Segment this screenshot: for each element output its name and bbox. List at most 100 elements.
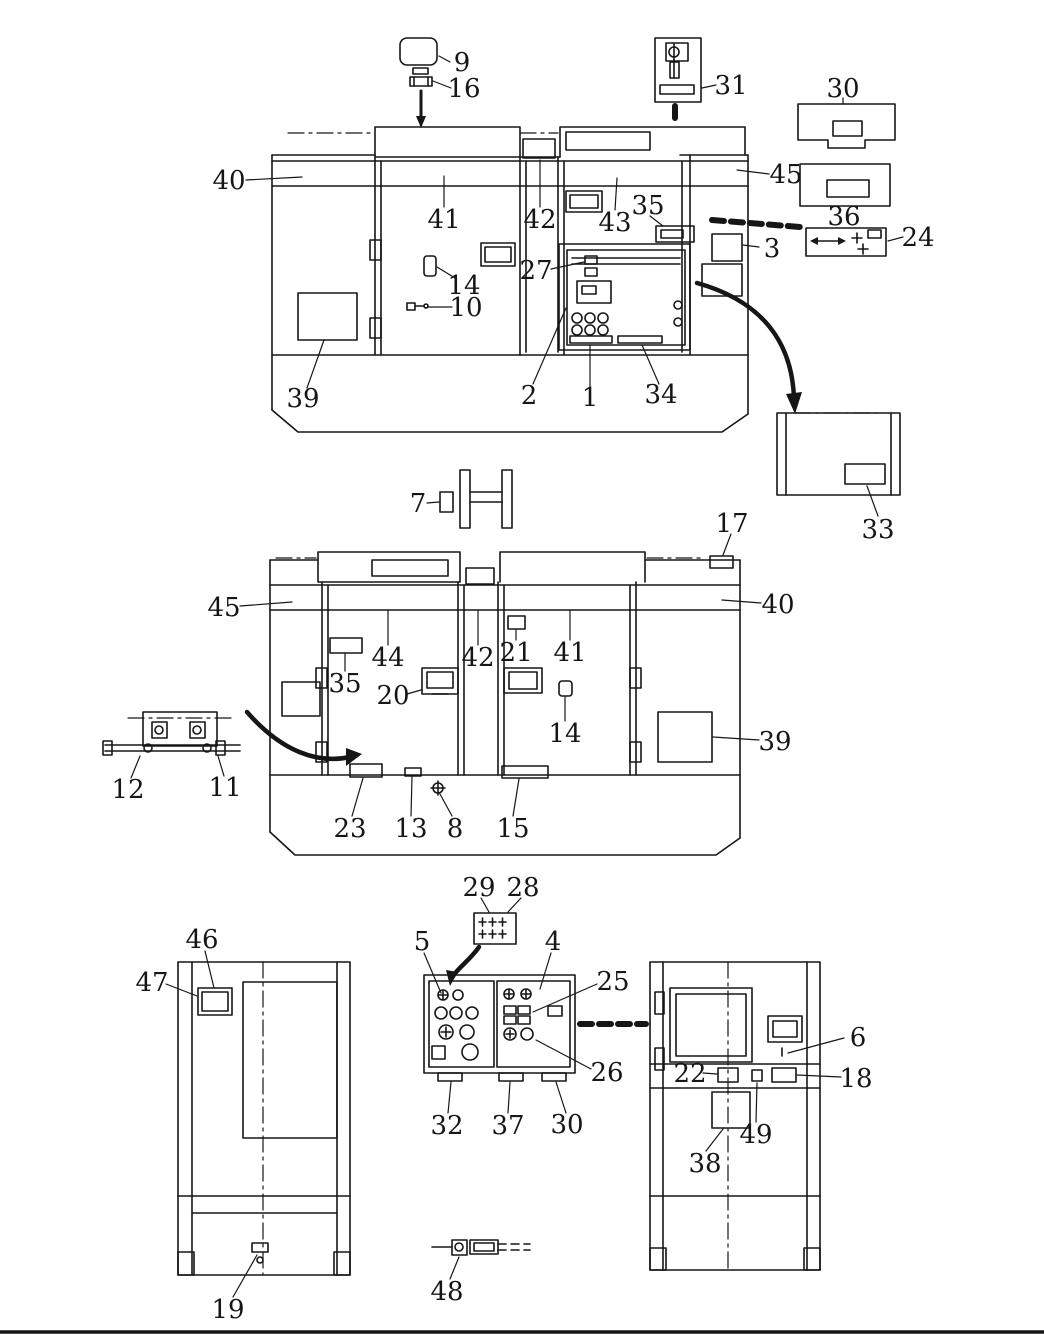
part-9-cap bbox=[399, 37, 438, 75]
callout-43: 43 bbox=[598, 208, 631, 238]
callout-16: 16 bbox=[447, 74, 480, 104]
enclosure-a-details bbox=[297, 190, 802, 414]
callout-22: 22 bbox=[673, 1059, 706, 1089]
callout-34: 34 bbox=[644, 380, 677, 410]
part-7-bracket bbox=[439, 469, 513, 529]
callout-41: 41 bbox=[553, 638, 586, 668]
latch-part-17 bbox=[709, 555, 734, 569]
callout-48: 48 bbox=[430, 1277, 463, 1307]
foot-part-32 bbox=[437, 1072, 463, 1082]
fitting-part-49 bbox=[751, 1069, 763, 1082]
callout-30: 30 bbox=[826, 74, 859, 104]
callout-26: 26 bbox=[590, 1058, 623, 1088]
callout-14: 14 bbox=[548, 719, 581, 749]
callout-21: 21 bbox=[499, 638, 532, 668]
callout-39: 39 bbox=[758, 727, 791, 757]
handle-part-14b bbox=[558, 680, 573, 697]
callout-1: 1 bbox=[582, 383, 599, 413]
plate-part-6 bbox=[767, 1015, 803, 1057]
callout-45: 45 bbox=[769, 160, 802, 190]
curved-arrow-to-part-33 bbox=[694, 280, 797, 401]
callout-27: 27 bbox=[519, 256, 552, 286]
callout-47: 47 bbox=[135, 968, 168, 998]
vent-part-35 bbox=[329, 637, 363, 654]
part-24-hardware-plate bbox=[709, 217, 887, 257]
callout-36: 36 bbox=[827, 202, 860, 232]
callout-7: 7 bbox=[410, 489, 427, 519]
callout-40: 40 bbox=[212, 166, 245, 196]
callout-46: 46 bbox=[185, 925, 218, 955]
callout-3: 3 bbox=[764, 234, 781, 264]
callout-14: 14 bbox=[447, 271, 480, 301]
callout-28: 28 bbox=[506, 873, 539, 903]
callout-13: 13 bbox=[394, 814, 427, 844]
door-handle-part-14 bbox=[423, 255, 437, 277]
callout-45: 45 bbox=[207, 593, 240, 623]
display-part-20 bbox=[421, 667, 459, 695]
fitting-part-21 bbox=[507, 615, 526, 630]
nameplate-part-39b bbox=[657, 711, 713, 763]
part-48-fitting bbox=[431, 1239, 531, 1256]
part-33-box bbox=[776, 412, 901, 496]
callout-9: 9 bbox=[454, 48, 471, 78]
enclosure-b-details bbox=[244, 615, 713, 796]
plate-part-23 bbox=[349, 763, 383, 778]
part-16-clamp bbox=[409, 76, 433, 128]
part-30-panel-top bbox=[797, 103, 896, 149]
screw-part-10 bbox=[406, 302, 429, 311]
callout-42: 42 bbox=[523, 205, 556, 235]
callout-18: 18 bbox=[839, 1064, 872, 1094]
box-part-3 bbox=[711, 233, 743, 262]
callout-12: 12 bbox=[111, 775, 144, 805]
callout-41: 41 bbox=[427, 205, 460, 235]
left-door-panel bbox=[177, 961, 351, 1276]
callout-15: 15 bbox=[496, 814, 529, 844]
part-36-panel bbox=[799, 163, 891, 207]
callout-30: 30 bbox=[550, 1110, 583, 1140]
callout-19: 19 bbox=[211, 1295, 244, 1325]
part-28-29-plate bbox=[446, 912, 517, 986]
callout-10: 10 bbox=[449, 293, 482, 323]
callout-42: 42 bbox=[461, 643, 494, 673]
callout-17: 17 bbox=[715, 509, 748, 539]
callout-32: 32 bbox=[430, 1111, 463, 1141]
control-recess bbox=[558, 243, 691, 351]
right-door-panel bbox=[649, 961, 821, 1271]
enclosure-b-outline bbox=[269, 551, 741, 856]
callout-2: 2 bbox=[521, 381, 538, 411]
plate-part-47 bbox=[197, 987, 233, 1016]
callout-25: 25 bbox=[596, 967, 629, 997]
foot-part-30b bbox=[541, 1072, 567, 1082]
control-panel-assembly bbox=[423, 974, 649, 1082]
plate-part-15 bbox=[501, 765, 549, 779]
callout-11: 11 bbox=[208, 773, 241, 803]
callout-6: 6 bbox=[850, 1023, 867, 1053]
callout-40: 40 bbox=[761, 590, 794, 620]
callout-38: 38 bbox=[688, 1149, 721, 1179]
callout-39: 39 bbox=[286, 384, 319, 414]
callout-23: 23 bbox=[333, 814, 366, 844]
callout-20: 20 bbox=[376, 681, 409, 711]
curved-arrow-to-door bbox=[244, 709, 353, 762]
middle-view-assembly bbox=[102, 551, 741, 856]
foot-part-37 bbox=[498, 1072, 524, 1082]
part-11-12-rod-assembly bbox=[102, 711, 241, 756]
top-view-assembly bbox=[271, 37, 901, 496]
fitting-part-22 bbox=[717, 1067, 739, 1083]
nameplate-part-39 bbox=[297, 292, 358, 341]
fitting-part-18 bbox=[771, 1067, 797, 1083]
callout-44: 44 bbox=[371, 643, 404, 673]
screw-part-8 bbox=[430, 780, 446, 796]
callout-35: 35 bbox=[328, 669, 361, 699]
callout-35: 35 bbox=[631, 191, 664, 221]
latch-part-19 bbox=[251, 1242, 269, 1264]
callout-33: 33 bbox=[861, 515, 894, 545]
callout-37: 37 bbox=[491, 1111, 524, 1141]
callout-49: 49 bbox=[739, 1120, 772, 1150]
callout-29: 29 bbox=[462, 873, 495, 903]
callout-5: 5 bbox=[414, 927, 431, 957]
plate-part-38 bbox=[711, 1091, 751, 1129]
